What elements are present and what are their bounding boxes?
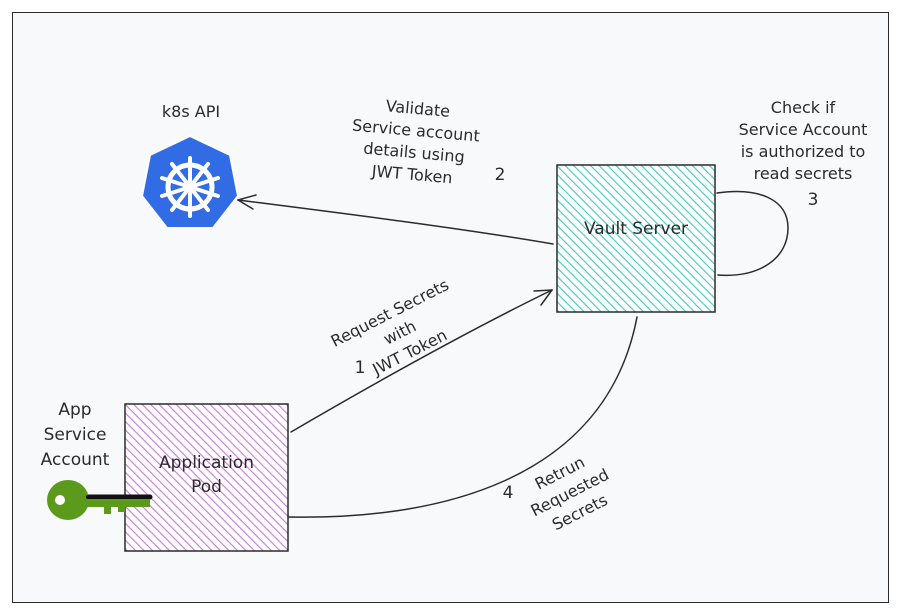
authorize-loop <box>716 190 789 277</box>
check-line-2: Service Account <box>738 120 868 139</box>
request-arrow <box>290 289 553 433</box>
step-2-number: 2 <box>494 165 506 185</box>
kubernetes-helm-icon <box>140 134 240 229</box>
check-label: Check if Service Account is authorized t… <box>728 97 878 185</box>
app-pod-line-2: Pod <box>191 477 222 497</box>
app-service-account-label: App Service Account <box>25 398 125 473</box>
step-1-number: 1 <box>354 358 366 378</box>
check-line-1: Check if <box>770 98 836 117</box>
key-icon <box>47 480 153 520</box>
step-4-number: 4 <box>502 483 514 503</box>
application-pod-box <box>124 403 289 552</box>
validate-arrow <box>237 194 554 245</box>
return-line <box>287 316 638 518</box>
app-sa-line-3: Account <box>40 450 110 470</box>
vault-server-label: Vault Server <box>583 219 689 239</box>
vault-server-box <box>556 164 716 313</box>
check-line-4: read secrets <box>753 164 853 183</box>
application-pod-label: Application Pod <box>125 451 288 499</box>
app-sa-line-2: Service <box>43 425 107 445</box>
validate-label: Validate Service account details using J… <box>322 90 509 193</box>
app-pod-line-1: Application <box>159 453 254 473</box>
app-sa-line-1: App <box>58 400 92 420</box>
k8s-api-label: k8s API <box>161 102 221 121</box>
check-line-3: is authorized to <box>740 142 866 161</box>
step-3-number: 3 <box>807 190 819 210</box>
